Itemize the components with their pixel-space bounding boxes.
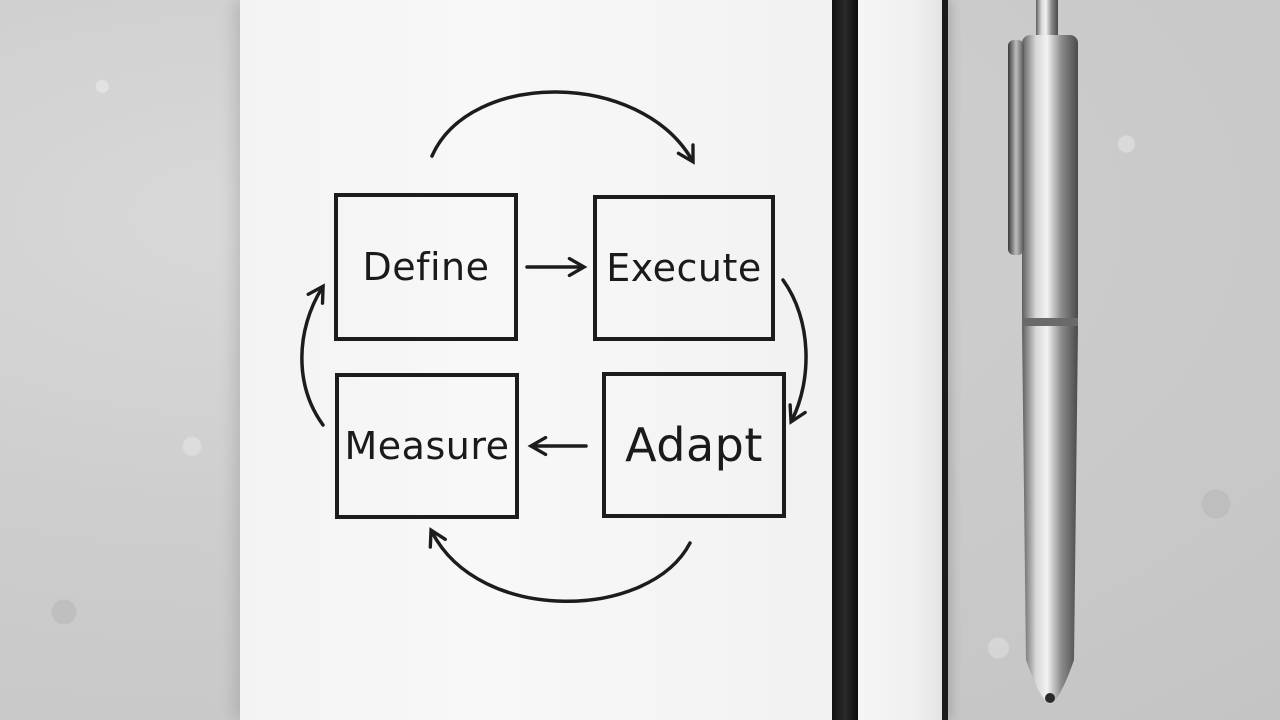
top-arc-arrow: [430, 90, 695, 165]
adapt-label: Adapt: [625, 418, 763, 472]
left-arc-arrow: [300, 283, 325, 427]
notebook-cover-edge: [858, 0, 948, 720]
measure-label: Measure: [344, 424, 510, 468]
right-arc-arrow: [781, 278, 808, 425]
bottom-arc-arrow: [428, 527, 692, 603]
pen-icon: [1008, 0, 1078, 704]
define-label: Define: [362, 245, 490, 289]
adapt-box: Adapt: [602, 372, 786, 518]
measure-box: Measure: [335, 373, 519, 519]
notebook-elastic-strap: [832, 0, 858, 720]
execute-label: Execute: [606, 246, 762, 290]
define-box: Define: [334, 193, 518, 341]
execute-box: Execute: [593, 195, 775, 341]
